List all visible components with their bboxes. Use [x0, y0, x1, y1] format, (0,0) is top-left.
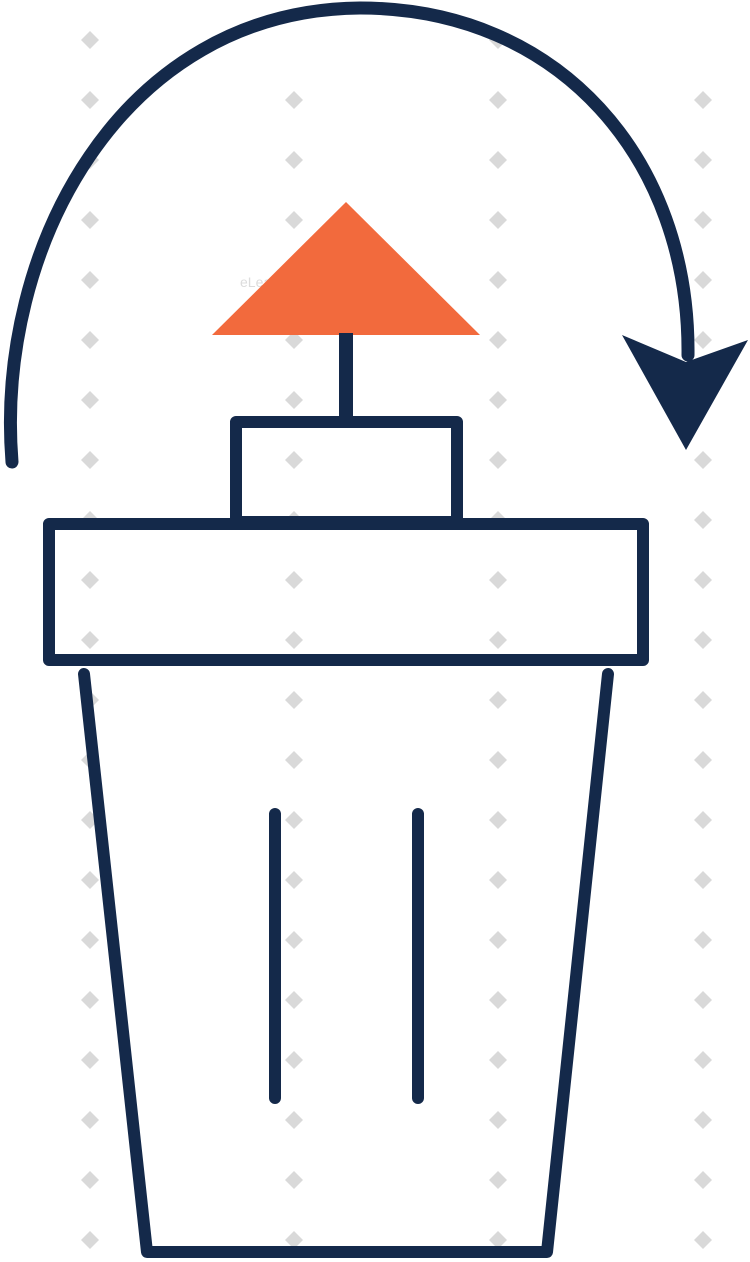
watermark-diamond-icon — [489, 571, 507, 589]
watermark-diamond-icon — [81, 931, 99, 949]
watermark-diamond-icon — [694, 211, 712, 229]
watermark-diamond-icon — [489, 1171, 507, 1189]
watermark-diamond-icon — [285, 1171, 303, 1189]
watermark-diamond-icon — [285, 751, 303, 769]
watermark-diamond-icon — [285, 391, 303, 409]
watermark-diamond-icon — [285, 571, 303, 589]
watermark-diamond-icon — [489, 631, 507, 649]
watermark-diamond-icon — [81, 1231, 99, 1249]
watermark-diamond-icon — [285, 691, 303, 709]
trash-bin-lid — [43, 518, 649, 666]
watermark-diamond-icon — [489, 1051, 507, 1069]
watermark-diamond-icon — [694, 1051, 712, 1069]
up-arrow-icon — [212, 202, 480, 421]
watermark-diamond-icon — [694, 331, 712, 349]
watermark-diamond-icon — [285, 451, 303, 469]
watermark-diamond-icon — [694, 751, 712, 769]
watermark-diamond-icon — [285, 1231, 303, 1249]
trash-bin-body — [78, 668, 614, 1258]
watermark-diamond-icon — [489, 1111, 507, 1129]
watermark-diamond-icon — [489, 751, 507, 769]
watermark-diamond-icon — [694, 811, 712, 829]
watermark-diamond-icon — [285, 631, 303, 649]
watermark-diamond-icon — [81, 211, 99, 229]
watermark-diamond-icon — [694, 991, 712, 1009]
watermark-diamond-icon — [81, 451, 99, 469]
watermark-diamond-icon — [81, 391, 99, 409]
watermark-diamond-icon — [81, 331, 99, 349]
watermark-diamond-icon — [694, 571, 712, 589]
curved-arrow-head — [622, 335, 748, 450]
watermark-diamond-icon — [285, 211, 303, 229]
curved-arrow-arc — [4, 1, 695, 469]
watermark-diamond-icon — [489, 691, 507, 709]
watermark-diamond-icon — [489, 91, 507, 109]
watermark-diamond-icon — [694, 1231, 712, 1249]
watermark-diamond-icon — [694, 511, 712, 529]
watermark-diamond-icon — [489, 1231, 507, 1249]
watermark-diamond-icon — [694, 931, 712, 949]
watermark-diamond-icon — [285, 871, 303, 889]
watermark-diamond-icon — [694, 1171, 712, 1189]
watermark: eLearning.marketeLearning.market — [81, 31, 712, 1249]
watermark-diamond-icon — [694, 451, 712, 469]
watermark-diamond-icon — [81, 271, 99, 289]
watermark-diamond-icon — [694, 1111, 712, 1129]
watermark-diamond-icon — [81, 871, 99, 889]
trash-bin-icon — [43, 416, 649, 1258]
watermark-diamond-icon — [285, 991, 303, 1009]
watermark-diamond-icon — [489, 931, 507, 949]
watermark-diamond-icon — [694, 91, 712, 109]
curved-arrow-icon — [4, 1, 748, 469]
watermark-diamond-icon — [81, 631, 99, 649]
watermark-diamond-icon — [285, 931, 303, 949]
watermark-diamond-icon — [285, 1111, 303, 1129]
watermark-diamond-icon — [489, 451, 507, 469]
watermark-diamond-icon — [489, 991, 507, 1009]
up-arrow-shaft — [339, 333, 353, 421]
watermark-diamond-icon — [694, 691, 712, 709]
watermark-diamond-icon — [694, 631, 712, 649]
watermark-diamond-icon — [81, 1111, 99, 1129]
watermark-diamond-icon — [81, 991, 99, 1009]
watermark-diamond-icon — [285, 91, 303, 109]
watermark-diamond-icon — [81, 91, 99, 109]
watermark-diamond-icon — [285, 1051, 303, 1069]
watermark-diamond-icon — [81, 571, 99, 589]
watermark-diamond-icon — [489, 391, 507, 409]
watermark-diamond-icon — [285, 811, 303, 829]
watermark-diamond-icon — [489, 151, 507, 169]
watermark-diamond-icon — [489, 271, 507, 289]
watermark-diamond-icon — [489, 211, 507, 229]
watermark-diamond-icon — [694, 271, 712, 289]
watermark-diamond-icon — [489, 331, 507, 349]
watermark-diamond-icon — [694, 151, 712, 169]
trash-bin-handle — [230, 416, 463, 528]
watermark-diamond-icon — [694, 871, 712, 889]
watermark-diamond-icon — [81, 1051, 99, 1069]
up-arrow-head — [212, 202, 480, 335]
watermark-diamond-icon — [489, 811, 507, 829]
watermark-diamond-icon — [489, 871, 507, 889]
watermark-diamond-icon — [285, 151, 303, 169]
watermark-diamond-icon — [81, 1171, 99, 1189]
watermark-diamond-icon — [81, 31, 99, 49]
watermark-diamond-icon — [285, 331, 303, 349]
